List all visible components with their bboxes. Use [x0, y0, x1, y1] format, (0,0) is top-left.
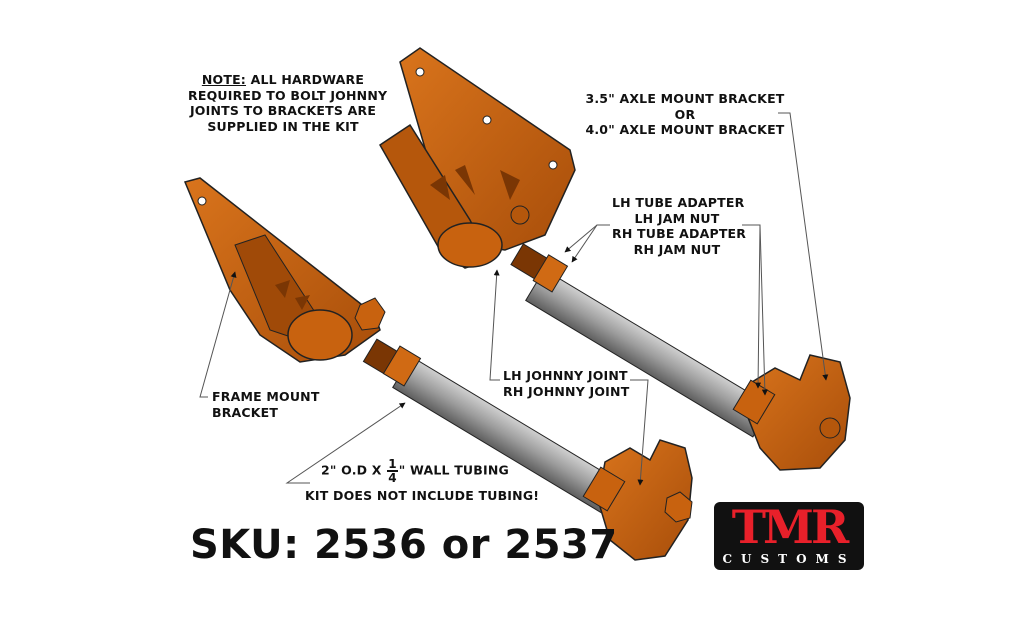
axle-bracket-line2: OR [674, 106, 696, 122]
leader-lines [199, 112, 829, 486]
upper-axle-bracket [744, 354, 851, 471]
note-line1: ALL HARDWARE [246, 72, 365, 87]
tube-adapter-callout: LH TUBE ADAPTER LH JAM NUT RH TUBE ADAPT… [612, 195, 747, 258]
tubing-warning: KIT DOES NOT INCLUDE TUBING! [305, 488, 540, 503]
adapter-line3: RH TUBE ADAPTER [612, 226, 747, 242]
adapter-line1: LH TUBE ADAPTER [612, 195, 745, 210]
axle-bracket-line1: 3.5" AXLE MOUNT BRACKET [585, 91, 785, 106]
logo-sub-text: CUSTOMS [722, 552, 856, 566]
note-line3: JOINTS TO BRACKETS ARE [189, 103, 377, 119]
sku-label: SKU: 2536 or 2537 [190, 522, 618, 568]
frame-mount-callout: FRAME MOUNT BRACKET [212, 389, 320, 420]
johnny-joint-line1: LH JOHNNY JOINT [503, 368, 628, 383]
note-line4: SUPPLIED IN THE KIT [207, 118, 359, 134]
lower-link-assembly [183, 177, 693, 561]
frame-bracket-line2: BRACKET [212, 404, 279, 420]
upper-tube [525, 268, 773, 438]
adapter-line4: RH JAM NUT [633, 241, 721, 257]
upper-link-assembly [379, 47, 851, 471]
johnny-joint-callout: LH JOHNNY JOINT RH JOHNNY JOINT [503, 368, 629, 399]
hardware-note: NOTE: ALL HARDWARE REQUIRED TO BOLT JOHN… [188, 72, 388, 135]
note-line2: REQUIRED TO BOLT JOHNNY [188, 87, 388, 103]
logo-main-text: TMR [731, 500, 849, 554]
adapter-line2: LH JAM NUT [634, 210, 720, 226]
tmr-customs-logo: TMR CUSTOMS [714, 502, 864, 570]
johnny-joint-line2: RH JOHNNY JOINT [503, 383, 630, 399]
frame-bracket-line1: FRAME MOUNT [212, 389, 320, 404]
axle-bracket-line3: 4.0" AXLE MOUNT BRACKET [585, 122, 785, 138]
lower-axle-bracket [597, 439, 693, 561]
note-lead: NOTE: [201, 72, 247, 87]
axle-bracket-callout: 3.5" AXLE MOUNT BRACKET OR 4.0" AXLE MOU… [585, 91, 785, 138]
